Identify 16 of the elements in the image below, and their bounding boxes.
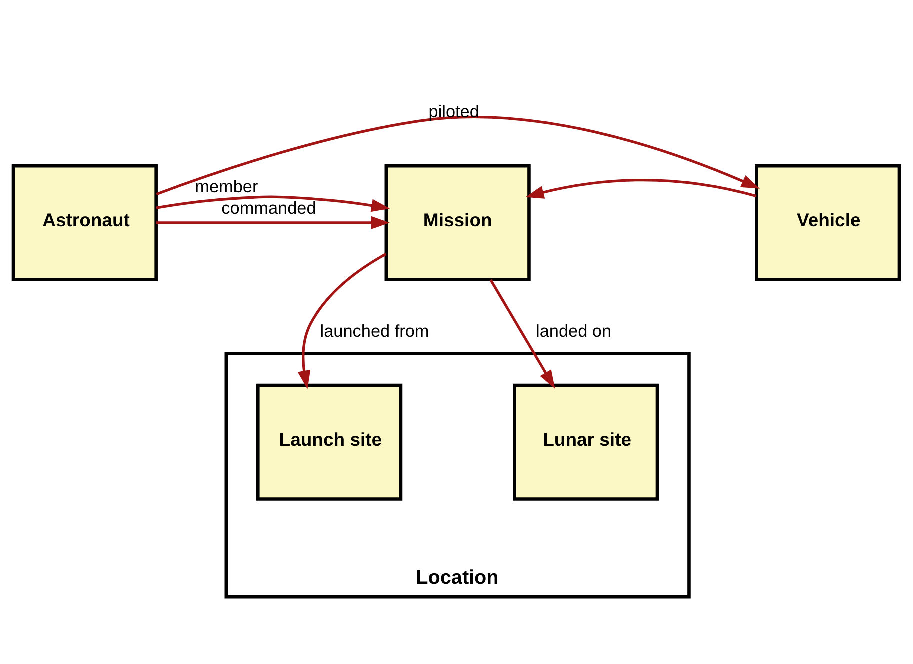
node-box: Launch site: [256, 384, 403, 501]
node-box: Mission: [384, 164, 531, 282]
edge-label: member: [195, 176, 258, 196]
arrow: [526, 179, 757, 199]
node-box: Vehicle: [755, 164, 902, 282]
edge-label: piloted: [428, 102, 480, 122]
arrow: [490, 279, 556, 389]
arrow: [156, 196, 390, 212]
node-box: Lunar site: [513, 384, 660, 501]
arrow: [298, 253, 387, 390]
arrow: [156, 216, 390, 230]
edge-label: commanded: [222, 198, 316, 218]
edge-label: landed on: [536, 321, 612, 342]
edge-label: launched from: [320, 321, 430, 342]
arrow: [156, 116, 760, 196]
node-box: Astronaut: [12, 164, 158, 282]
